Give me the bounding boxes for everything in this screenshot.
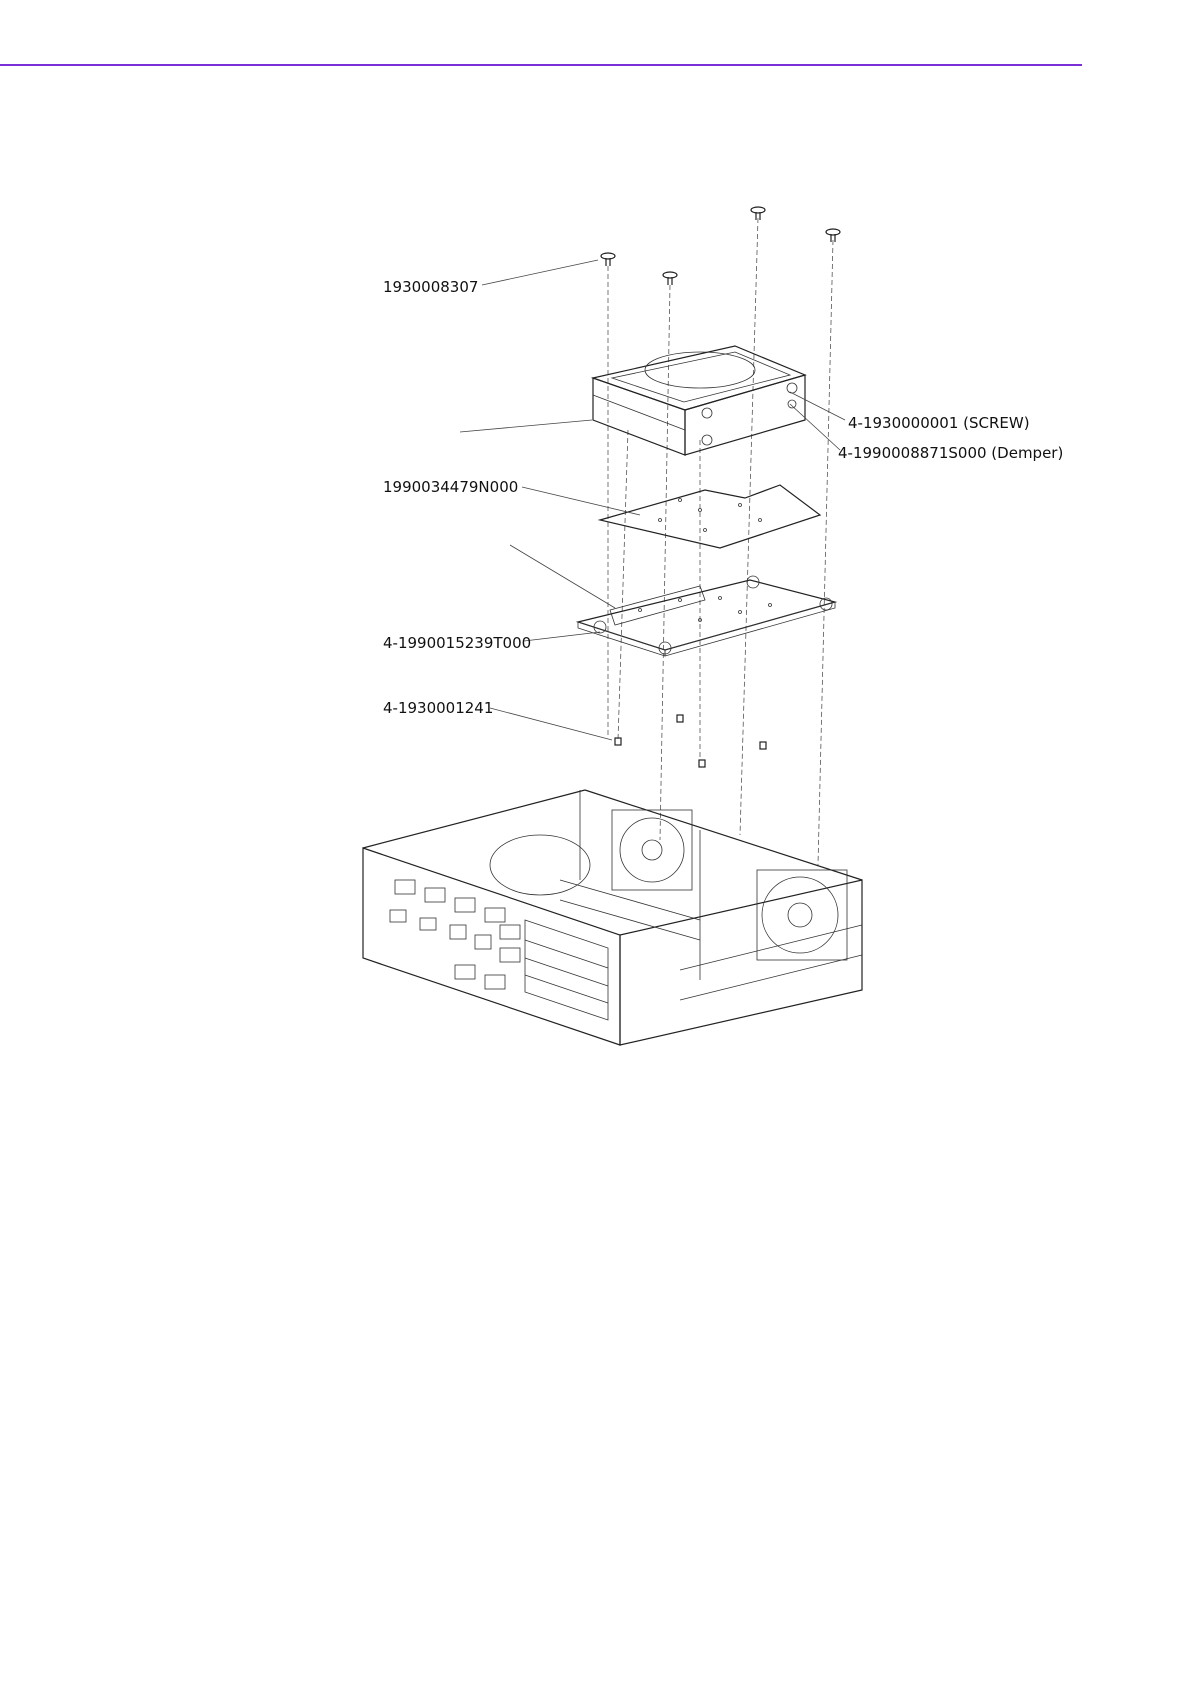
internal-frame <box>560 790 862 1000</box>
screw-2 <box>663 272 677 285</box>
chassis-fans <box>490 810 847 960</box>
callouts: 1930008307 4-1930000001 (SCREW) 4-199000… <box>383 278 1063 717</box>
callout-screw-top: 1930008307 <box>383 278 478 296</box>
callout-hdd-damper: 4-1990008871S000 (Demper) <box>838 444 1063 462</box>
hdd-bracket <box>578 576 835 656</box>
front-io-panel <box>390 880 608 1020</box>
callout-bracket: 4-1990015239T000 <box>383 634 531 652</box>
callout-hdd-screw: 4-1930000001 (SCREW) <box>848 414 1030 432</box>
callout-bracket-screw: 4-1930001241 <box>383 699 493 717</box>
leader-lines <box>460 260 845 740</box>
chassis <box>363 790 862 1045</box>
hard-disk-drive <box>593 346 805 455</box>
callout-insulator-sheet: 1990034479N000 <box>383 478 518 496</box>
top-screws <box>601 207 840 285</box>
assembly-axis-lines <box>608 218 833 865</box>
insulator-sheet <box>600 485 820 548</box>
screw-1 <box>601 253 615 266</box>
